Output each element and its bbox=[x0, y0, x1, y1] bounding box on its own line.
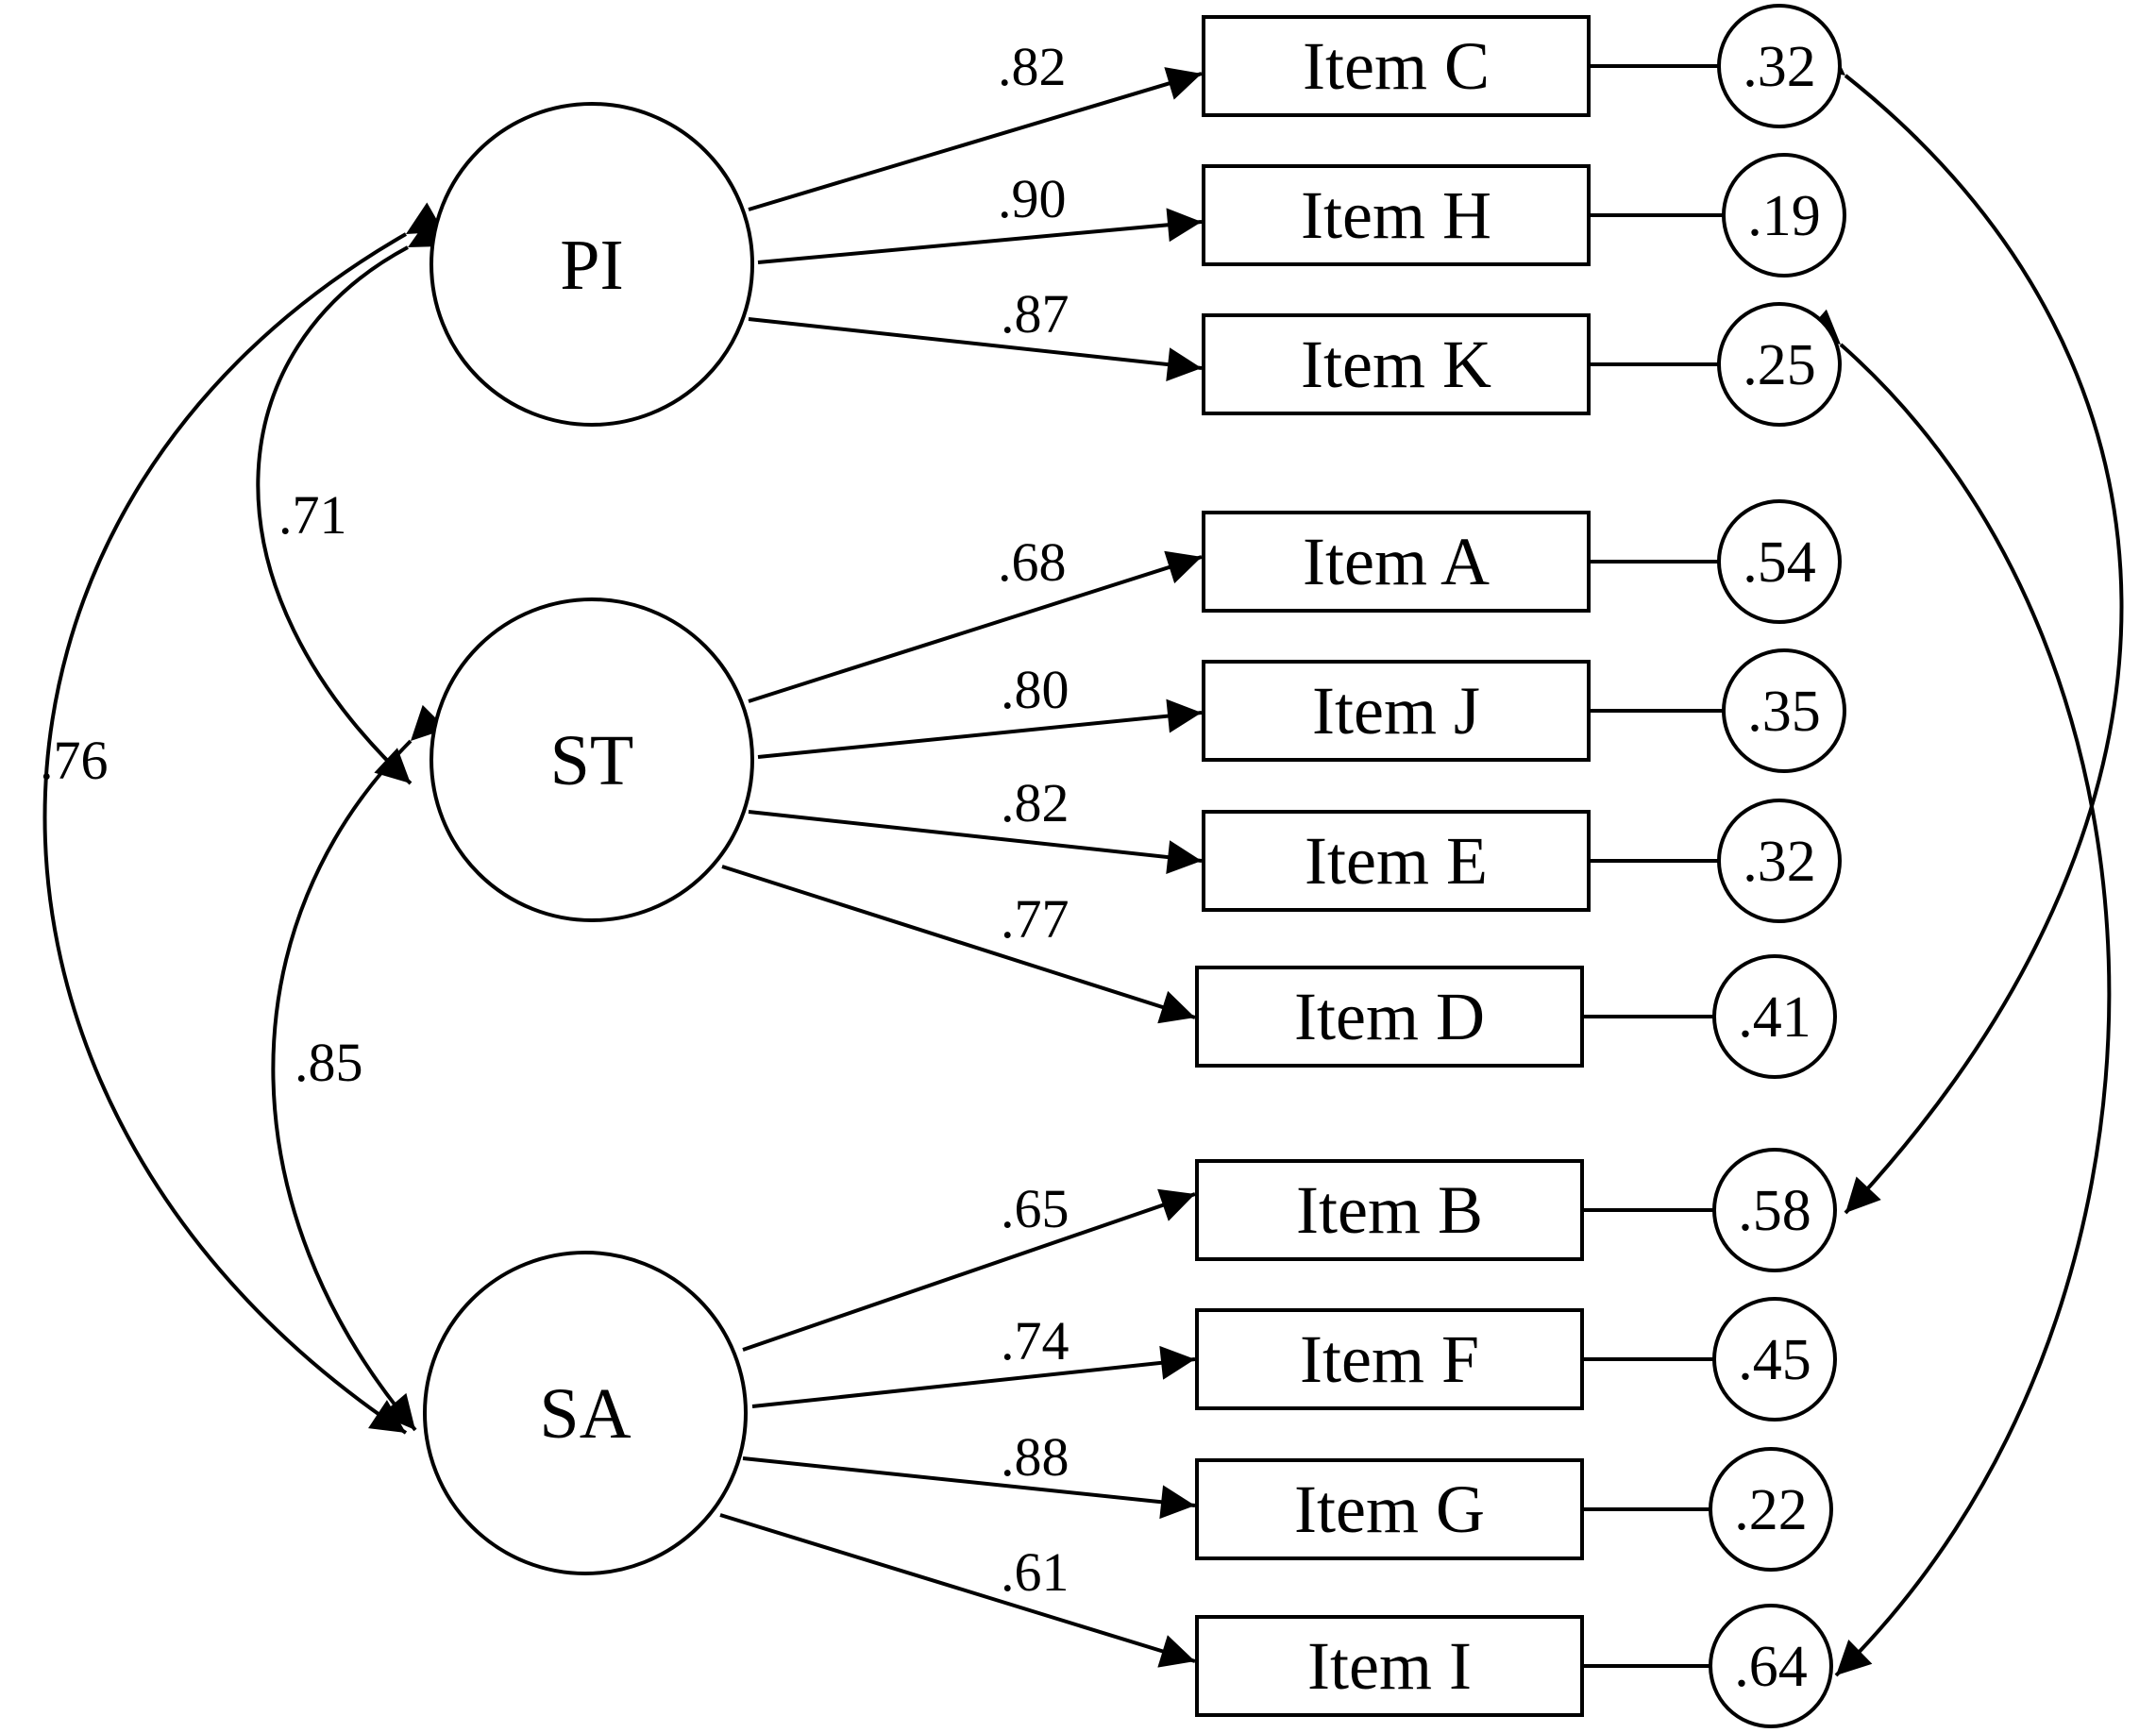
loading-label-f: .74 bbox=[1001, 1310, 1070, 1371]
error-label-j: .35 bbox=[1747, 680, 1821, 744]
loading-path-i bbox=[719, 1513, 1196, 1668]
item-box-h: Item H bbox=[1202, 164, 1591, 266]
error-label-a: .54 bbox=[1743, 530, 1816, 595]
error-label-k: .25 bbox=[1743, 333, 1816, 397]
item-box-d: Item D bbox=[1195, 966, 1584, 1068]
error-term-g: .22 bbox=[1709, 1447, 1833, 1572]
loading-label-h: .90 bbox=[998, 168, 1067, 229]
error-label-d: .41 bbox=[1738, 985, 1811, 1050]
error-label-b: .58 bbox=[1738, 1179, 1811, 1243]
correlation-curve-st-sa bbox=[271, 704, 447, 1432]
item-label-d: Item D bbox=[1294, 979, 1485, 1054]
error-term-i: .64 bbox=[1709, 1604, 1833, 1728]
item-label-c: Item C bbox=[1303, 28, 1490, 104]
error-label-g: .22 bbox=[1734, 1478, 1808, 1542]
latent-factor-st: ST bbox=[430, 597, 754, 922]
correlation-label-st-sa: .85 bbox=[295, 1032, 363, 1093]
item-label-i: Item I bbox=[1307, 1628, 1472, 1704]
error-connectors bbox=[1582, 64, 1724, 1668]
latent-factor-sa: SA bbox=[423, 1251, 748, 1575]
loading-label-j: .80 bbox=[1001, 659, 1070, 720]
item-box-i: Item I bbox=[1195, 1615, 1584, 1717]
item-label-k: Item K bbox=[1301, 327, 1491, 402]
item-box-g: Item G bbox=[1195, 1458, 1584, 1560]
item-box-c: Item C bbox=[1202, 15, 1591, 117]
error-term-h: .19 bbox=[1722, 153, 1846, 278]
error-term-a: .54 bbox=[1717, 499, 1842, 624]
item-box-j: Item J bbox=[1202, 660, 1591, 762]
loading-label-k: .87 bbox=[1001, 283, 1070, 345]
loading-label-g: .88 bbox=[1001, 1426, 1070, 1488]
loading-label-e: .82 bbox=[1001, 772, 1070, 833]
error-term-j: .35 bbox=[1722, 648, 1846, 773]
error-label-c: .32 bbox=[1743, 35, 1816, 99]
error-label-f: .45 bbox=[1738, 1328, 1811, 1392]
item-box-f: Item F bbox=[1195, 1308, 1584, 1410]
item-box-e: Item E bbox=[1202, 810, 1591, 912]
loading-label-b: .65 bbox=[1001, 1178, 1070, 1239]
error-term-c: .32 bbox=[1717, 4, 1842, 128]
loading-path-j bbox=[757, 698, 1203, 759]
loading-path-e bbox=[748, 810, 1203, 875]
error-label-h: .19 bbox=[1747, 184, 1821, 248]
item-label-f: Item F bbox=[1300, 1321, 1479, 1397]
item-label-h: Item H bbox=[1301, 177, 1491, 253]
item-box-b: Item B bbox=[1195, 1159, 1584, 1261]
correlation-curve-pi-sa bbox=[42, 202, 445, 1435]
loading-label-i: .61 bbox=[1001, 1541, 1070, 1603]
item-label-j: Item J bbox=[1312, 673, 1480, 749]
correlation-curve-pi-st bbox=[256, 216, 446, 785]
item-box-k: Item K bbox=[1202, 313, 1591, 415]
error-label-i: .64 bbox=[1734, 1635, 1808, 1699]
error-term-f: .45 bbox=[1712, 1297, 1837, 1422]
error-term-e: .32 bbox=[1717, 799, 1842, 923]
loading-label-a: .68 bbox=[998, 531, 1067, 593]
loading-path-g bbox=[742, 1456, 1196, 1520]
latent-factor-pi: PI bbox=[430, 102, 754, 427]
latent-label-pi: PI bbox=[560, 226, 624, 305]
error-term-k: .25 bbox=[1717, 302, 1842, 427]
item-label-a: Item A bbox=[1303, 524, 1490, 599]
loading-path-b bbox=[742, 1188, 1196, 1352]
loading-label-d: .77 bbox=[1001, 888, 1070, 950]
correlation-label-pi-sa: .76 bbox=[40, 730, 109, 791]
loading-path-h bbox=[757, 208, 1203, 264]
item-box-a: Item A bbox=[1202, 511, 1591, 613]
loading-path-k bbox=[748, 317, 1203, 382]
loading-paths bbox=[719, 67, 1203, 1668]
item-label-e: Item E bbox=[1305, 823, 1488, 899]
latent-label-st: ST bbox=[550, 721, 634, 800]
correlation-label-pi-st: .71 bbox=[278, 484, 347, 546]
error-term-b: .58 bbox=[1712, 1148, 1837, 1272]
loading-labels: .82 .90 .87 .68 .80 .82 .77 .65 .74 .88 … bbox=[998, 36, 1070, 1603]
latent-label-sa: SA bbox=[539, 1374, 631, 1454]
loading-path-c bbox=[748, 67, 1203, 211]
error-label-e: .32 bbox=[1743, 830, 1816, 894]
loading-path-d bbox=[721, 865, 1196, 1024]
error-covariance-curve-k-i bbox=[1804, 309, 2112, 1677]
loading-label-c: .82 bbox=[998, 36, 1067, 97]
item-label-b: Item B bbox=[1296, 1172, 1483, 1248]
loading-path-f bbox=[751, 1345, 1196, 1408]
item-label-g: Item G bbox=[1294, 1472, 1485, 1547]
error-covariance-curve-c-b bbox=[1808, 41, 2124, 1215]
error-term-d: .41 bbox=[1712, 954, 1837, 1079]
loading-path-a bbox=[748, 550, 1203, 703]
